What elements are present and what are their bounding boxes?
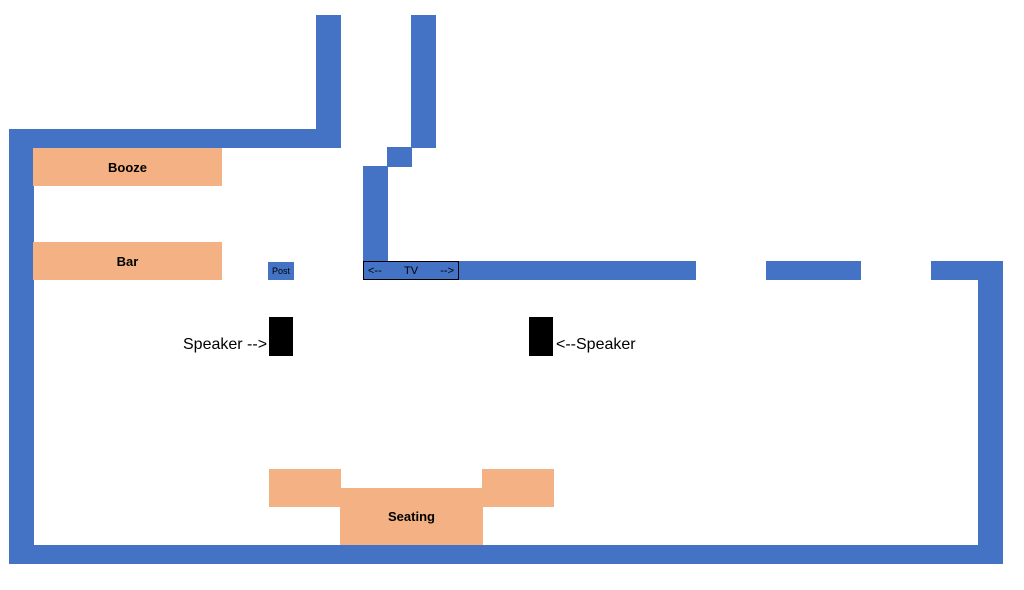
booze-label: Booze xyxy=(108,159,147,175)
inner-wall-segment-1 xyxy=(458,261,696,280)
inner-wall-segment-3 xyxy=(931,261,1003,280)
corridor-wall-lower xyxy=(363,166,388,263)
seating-label: Seating xyxy=(388,509,435,524)
wall-bottom xyxy=(9,545,1003,564)
tv-right-arrow: --> xyxy=(440,264,454,277)
bar-label: Bar xyxy=(116,253,139,269)
post-label: Post xyxy=(271,266,290,276)
corridor-wall-left xyxy=(316,15,341,148)
corridor-wall-step xyxy=(387,147,412,167)
bar-counter: Bar xyxy=(33,242,222,280)
inner-wall-segment-2 xyxy=(766,261,861,280)
tv-label: TV xyxy=(403,264,419,277)
corridor-wall-right xyxy=(411,15,436,148)
speaker-right xyxy=(529,317,553,356)
seating-right-arm xyxy=(482,469,554,507)
tv-left-arrow: <-- xyxy=(368,264,382,277)
wall-top-left xyxy=(9,129,341,148)
tv: <-- TV --> xyxy=(363,261,459,280)
speaker-right-label: <--Speaker xyxy=(556,336,636,353)
speaker-left xyxy=(269,317,293,356)
booze-shelf: Booze xyxy=(33,148,222,186)
seating-left-arm xyxy=(269,469,341,507)
wall-right xyxy=(978,261,1003,564)
speaker-left-label: Speaker --> xyxy=(183,336,268,353)
post: Post xyxy=(268,262,294,280)
seating-center: Seating xyxy=(340,488,483,545)
wall-left xyxy=(9,129,34,564)
